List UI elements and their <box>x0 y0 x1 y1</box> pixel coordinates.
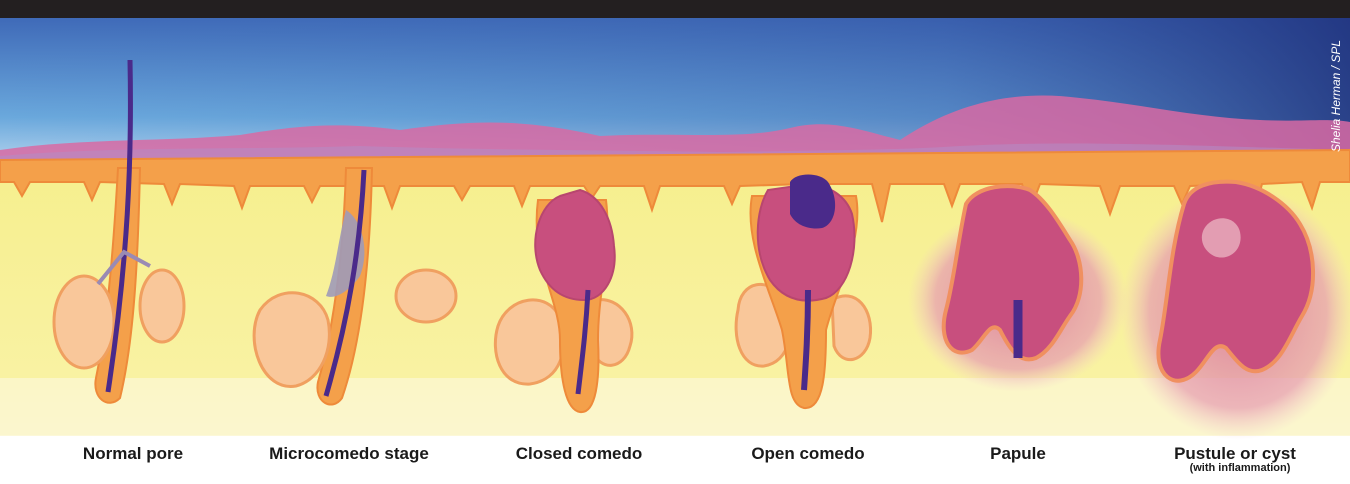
sebaceous-gland-left <box>54 276 114 368</box>
label-closed-comedo: Closed comedo <box>484 444 674 466</box>
photo-credit: Shelia Herman / SPL <box>1329 21 1345 171</box>
blackhead-opening <box>790 175 835 229</box>
label-microcomedo-stage: Microcomedo stage <box>244 444 454 466</box>
sebaceous-gland-left <box>254 293 329 387</box>
label-open-comedo: Open comedo <box>718 444 898 466</box>
label-papule: Papule <box>953 444 1083 466</box>
sebaceous-gland-right <box>832 296 871 360</box>
sebaceous-gland-right <box>140 270 184 342</box>
comedo-plug <box>535 190 614 300</box>
label-normal-pore: Normal pore <box>43 444 223 466</box>
sublabel-with-inflammation: (with inflammation) <box>1150 462 1330 476</box>
sebaceous-gland-right <box>396 270 456 322</box>
sebaceous-gland-left <box>495 300 563 384</box>
